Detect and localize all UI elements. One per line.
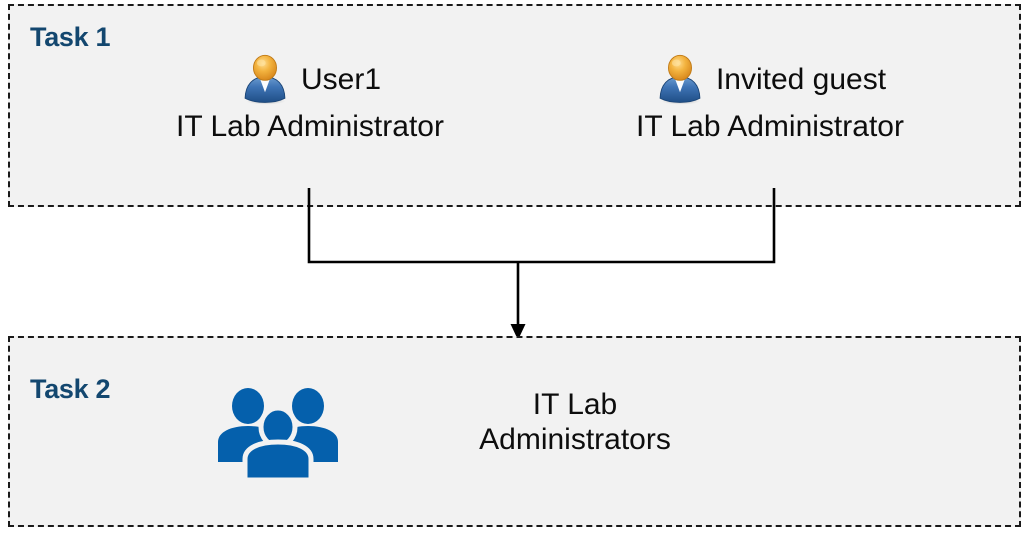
task-2-container xyxy=(8,336,1021,527)
task-1-heading: Task 1 xyxy=(30,22,111,52)
entity-invited-guest-row: Invited guest xyxy=(570,52,970,108)
group-name-line-2: Administrators xyxy=(479,423,671,457)
entity-invited-guest-role: IT Lab Administrator xyxy=(636,110,904,143)
entity-user1-row: User1 xyxy=(110,52,510,108)
user-group-icon xyxy=(218,388,338,482)
entity-user1-name: User1 xyxy=(300,63,382,96)
group-icon-wrapper xyxy=(212,386,344,482)
task-1-container xyxy=(8,4,1021,207)
entity-invited-guest-name: Invited guest xyxy=(715,63,887,96)
entity-user1: User1 IT Lab Administrator xyxy=(110,52,510,145)
task-2-heading: Task 2 xyxy=(30,374,111,404)
single-user-icon xyxy=(244,54,286,105)
group-name: IT Lab Administrators xyxy=(390,387,760,458)
single-user-icon xyxy=(659,54,701,105)
entity-invited-guest: Invited guest IT Lab Administrator xyxy=(570,52,970,145)
entity-user1-role: IT Lab Administrator xyxy=(176,110,444,143)
group-name-line-1: IT Lab xyxy=(532,388,618,421)
